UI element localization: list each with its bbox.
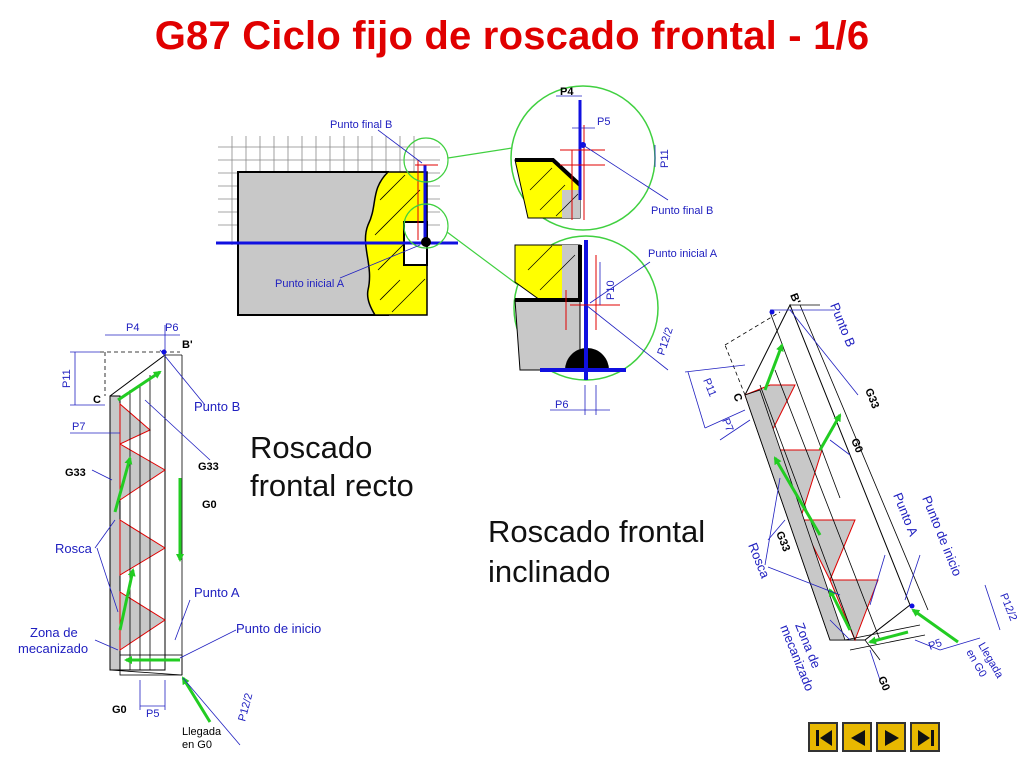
left-point-a-label: Punto A [194, 585, 240, 600]
nav-previous-button[interactable] [842, 722, 872, 752]
left-arrival-label-2: en G0 [182, 739, 212, 751]
left-g33-right-label: G33 [198, 461, 219, 473]
right-thread-label: Rosca [745, 541, 773, 581]
caption-straight-line1: Roscado [250, 430, 373, 465]
right-g0-bottom-label: G0 [875, 675, 892, 693]
left-g0-bottom-label: G0 [112, 704, 127, 716]
right-p7-label: P7 [719, 417, 735, 434]
left-arrival-label-1: Llegada [182, 726, 222, 738]
left-thread-label: Rosca [55, 541, 93, 556]
zoom-top-p11-label: P11 [659, 149, 671, 168]
zoom-bottom-p12-label: P12/2 [655, 326, 675, 357]
page-title: G87 Ciclo fijo de roscado frontal - 1/6 [154, 14, 870, 58]
left-p5-label: P5 [146, 708, 159, 720]
left-p11-label: P11 [61, 369, 73, 388]
left-point-b-label: Punto B [194, 399, 240, 414]
left-g33-left-label: G33 [65, 467, 86, 479]
top-end-point-label: Punto final B [330, 119, 392, 131]
next-icon [885, 730, 899, 746]
right-inclined-drawing: B' Punto B P11 C P7 G33 G0 Punto A Punto… [684, 292, 1019, 693]
top-start-point-label: Punto inicial A [275, 278, 345, 290]
nav-first-button[interactable] [808, 722, 838, 752]
left-p12-label: P12/2 [236, 692, 255, 723]
right-start-point-label: Punto de inicio [919, 494, 965, 579]
last-icon [918, 730, 934, 746]
left-machining-label-1: Zona de [30, 625, 78, 640]
prev-icon [851, 730, 865, 746]
caption-straight-line2: frontal recto [250, 468, 414, 503]
zoom-bottom-p6-label: P6 [555, 399, 568, 411]
zoom-bottom-start-point-label: Punto inicial A [648, 248, 718, 260]
zoom-bottom-drawing: Punto inicial A P10 P12/2 P6 [513, 235, 718, 415]
right-point-b-label: Punto B [827, 301, 858, 350]
zoom-top-drawing: P4 P5 P11 Punto final B [510, 85, 713, 231]
left-c-label: C [93, 394, 101, 406]
left-g0-right-label: G0 [202, 499, 217, 511]
left-b-prime-label: B' [182, 339, 193, 351]
right-g33-left-label: G33 [773, 530, 792, 554]
left-straight-drawing: P4 P6 B' P11 C Punto B P7 G33 G33 G0 Ros… [18, 322, 321, 751]
right-c-label: C [730, 392, 744, 404]
left-p4-label: P4 [126, 322, 139, 334]
right-b-prime-label: B' [787, 292, 802, 307]
zoom-top-p5-label: P5 [597, 116, 610, 128]
right-p5-label: P5 [927, 637, 944, 653]
nav-next-button[interactable] [876, 722, 906, 752]
right-g33-top-label: G33 [862, 387, 881, 411]
left-p7-label: P7 [72, 421, 85, 433]
right-g0-mid-label: G0 [848, 437, 865, 455]
top-part-drawing: Punto final B Punto inicial A [216, 119, 519, 316]
right-p12-label: P12/2 [997, 592, 1019, 623]
left-machining-label-2: mecanizado [18, 641, 88, 656]
left-start-point-label: Punto de inicio [236, 621, 321, 636]
zoom-top-end-point-label: Punto final B [651, 205, 713, 217]
caption-inclined-line1: Roscado frontal [488, 514, 706, 549]
zoom-bottom-p10-label: P10 [605, 280, 617, 300]
first-icon [816, 730, 832, 746]
right-p11-label: P11 [700, 377, 718, 399]
nav-last-button[interactable] [910, 722, 940, 752]
caption-inclined-line2: inclinado [488, 554, 611, 589]
zoom-top-p4-label: P4 [560, 86, 574, 98]
left-p6-label: P6 [165, 322, 178, 334]
